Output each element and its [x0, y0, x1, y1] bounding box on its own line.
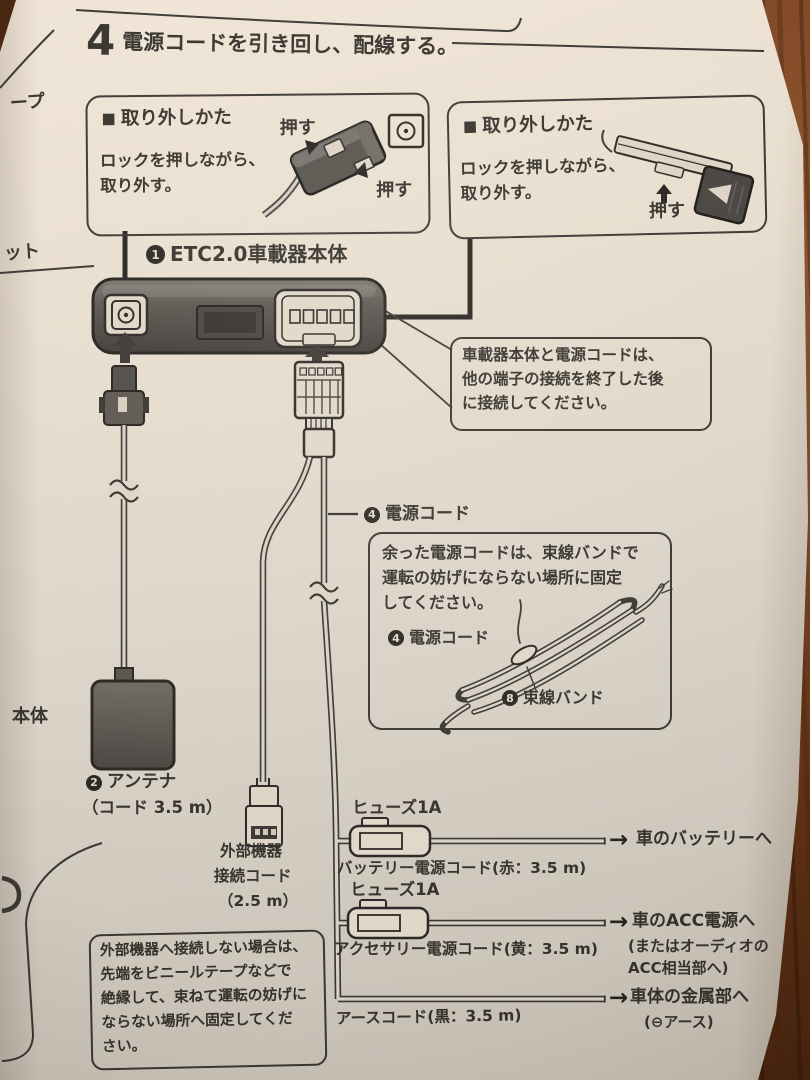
square-bullet-icon: ■ [101, 109, 116, 128]
power-plug-illustration [293, 360, 345, 459]
removal-left-illustration [261, 113, 425, 218]
no-connection-line4: ならない場所へ固定してくだ [101, 1010, 294, 1032]
ground-arrow-icon: → [609, 985, 628, 1011]
fuse-battery-illustration [348, 817, 432, 858]
no-connection-line1: 外部機器へ接続しない場合は、 [99, 937, 308, 960]
antenna-label: 2 アンテナ [86, 772, 176, 794]
previous-section-border-lines [0, 9, 765, 89]
step-number: 4 [85, 15, 116, 65]
ground-destination-sub: (⊖アース) [644, 1013, 714, 1031]
acc-destination: 車のACC電源へ [632, 911, 756, 931]
slack-note-line3: してください。 [382, 593, 494, 612]
circled-number-8-icon: 8 [502, 690, 518, 706]
antenna-jack [103, 293, 149, 337]
no-connection-note-box: 外部機器へ接続しない場合は、 先端をビニールテープなどで 絶縁して、束ねて運転の… [88, 929, 328, 1071]
removal-left-body-line1: ロックを押しながら、 [99, 149, 266, 171]
insert-arrow-icons [113, 332, 329, 364]
external-cord-label-line1: 外部機器 [220, 842, 283, 860]
removal-instruction-box-left: ■ 取り外しかた ロックを押しながら、 取り外す。 押す 押す [85, 92, 431, 237]
removal-right-body-line2: 取り外す。 [460, 182, 542, 204]
external-connector-illustration [245, 778, 283, 847]
circled-number-2-icon: 2 [86, 774, 102, 791]
fuse-acc-illustration [346, 899, 430, 940]
push-label-top: 押す [279, 117, 316, 139]
margin-fragment-lower: 本体 [12, 706, 48, 727]
slack-cord-label: 4 電源コード [388, 628, 489, 648]
antenna-unit-illustration [90, 667, 176, 771]
ground-wire-label: アースコード(黒：3.5 m) [335, 1006, 522, 1028]
margin-fragment-top: ープ [9, 90, 46, 115]
battery-arrow-icon: → [609, 827, 628, 853]
slack-cord-note-box: 余った電源コードは、束線バンドで 運転の妨げにならない場所に固定 してください。… [368, 532, 672, 730]
band-label: 8 束線バンド [502, 688, 604, 708]
acc-destination-sub1: (またはオーディオの [628, 937, 769, 955]
removal-left-body-line2: 取り外す。 [100, 175, 182, 196]
battery-fuse-label: ヒューズ1A [352, 798, 442, 817]
acc-fuse-label: ヒューズ1A [350, 880, 440, 899]
push-label-bottom: 押す [376, 179, 413, 201]
acc-arrow-icon: → [609, 909, 628, 935]
slack-note-line1: 余った電源コードは、束線バンドで [382, 543, 639, 562]
no-connection-line5: さい。 [101, 1037, 147, 1056]
device-label-text: ETC2.0車載器本体 [170, 242, 348, 266]
antenna-plug-illustration [99, 365, 149, 426]
device-label: 1 ETC2.0車載器本体 [146, 242, 347, 267]
antenna-label-text: アンテナ [107, 772, 177, 792]
external-cord-label-line3: （2.5 m） [218, 892, 299, 910]
removal-right-body-line1: ロックを押しながら、 [459, 155, 626, 179]
slack-note-line2: 運転の妨げにならない場所に固定 [382, 568, 623, 587]
connect-note-line3: に接続してください。 [462, 394, 617, 412]
circled-number-1-icon: 1 [146, 245, 165, 264]
removal-right-title: 取り外しかた [481, 113, 594, 137]
step-title: 電源コードを引き回し、配線する。 [122, 29, 459, 59]
acc-wire-label: アクセサリー電源コード(黄：3.5 m) [334, 940, 598, 958]
power-cord-label-text: 電源コード [385, 504, 470, 524]
removal-instruction-box-right: ■ 取り外しかた ロックを押しながら、 取り外す。 押す [446, 94, 768, 240]
connect-note-callout: 車載器本体と電源コードは、 他の端子の接続を終了した後 に接続してください。 [450, 337, 712, 431]
no-connection-line2: 先端をビニールテープなどで [100, 962, 292, 984]
external-cord-label-line2: 接続コード [214, 867, 292, 885]
acc-destination-sub2: ACC相当部へ) [628, 959, 729, 977]
antenna-cable [108, 425, 140, 672]
band-label-text: 束線バンド [523, 688, 604, 707]
ground-destination: 車体の金属部へ [630, 987, 749, 1007]
circled-number-4-icon: 4 [388, 630, 404, 646]
push-label-right-box: 押す [648, 200, 686, 223]
battery-wire-label: バッテリー電源コード(赤：3.5 m) [337, 859, 587, 877]
antenna-cord-length: （コード 3.5 m） [82, 798, 223, 817]
power-connector-socket [273, 288, 363, 349]
margin-fragment-mid: ット [3, 240, 41, 265]
left-page-fragments [0, 265, 103, 1062]
removal-right-illustration [601, 129, 755, 225]
cord-network [259, 456, 606, 1003]
removal-left-title: 取り外しかた [120, 107, 232, 130]
connect-note-line1: 車載器本体と電源コードは、 [462, 346, 664, 364]
etc-device-illustration [91, 277, 387, 355]
power-cord-label: 4 電源コード [364, 504, 470, 525]
battery-destination: 車のバッテリーへ [636, 829, 772, 849]
circled-number-4-icon: 4 [364, 506, 380, 523]
connect-note-line2: 他の端子の接続を終了した後 [462, 370, 664, 388]
slack-cord-label-text: 電源コード [409, 628, 490, 647]
slack-cord-illustration [439, 580, 673, 735]
square-bullet-icon: ■ [462, 116, 478, 136]
step-heading: 4 電源コードを引き回し、配線する。 [85, 15, 459, 66]
no-connection-line3: 絶縁して、束ねて運転の妨げに [100, 985, 308, 1008]
